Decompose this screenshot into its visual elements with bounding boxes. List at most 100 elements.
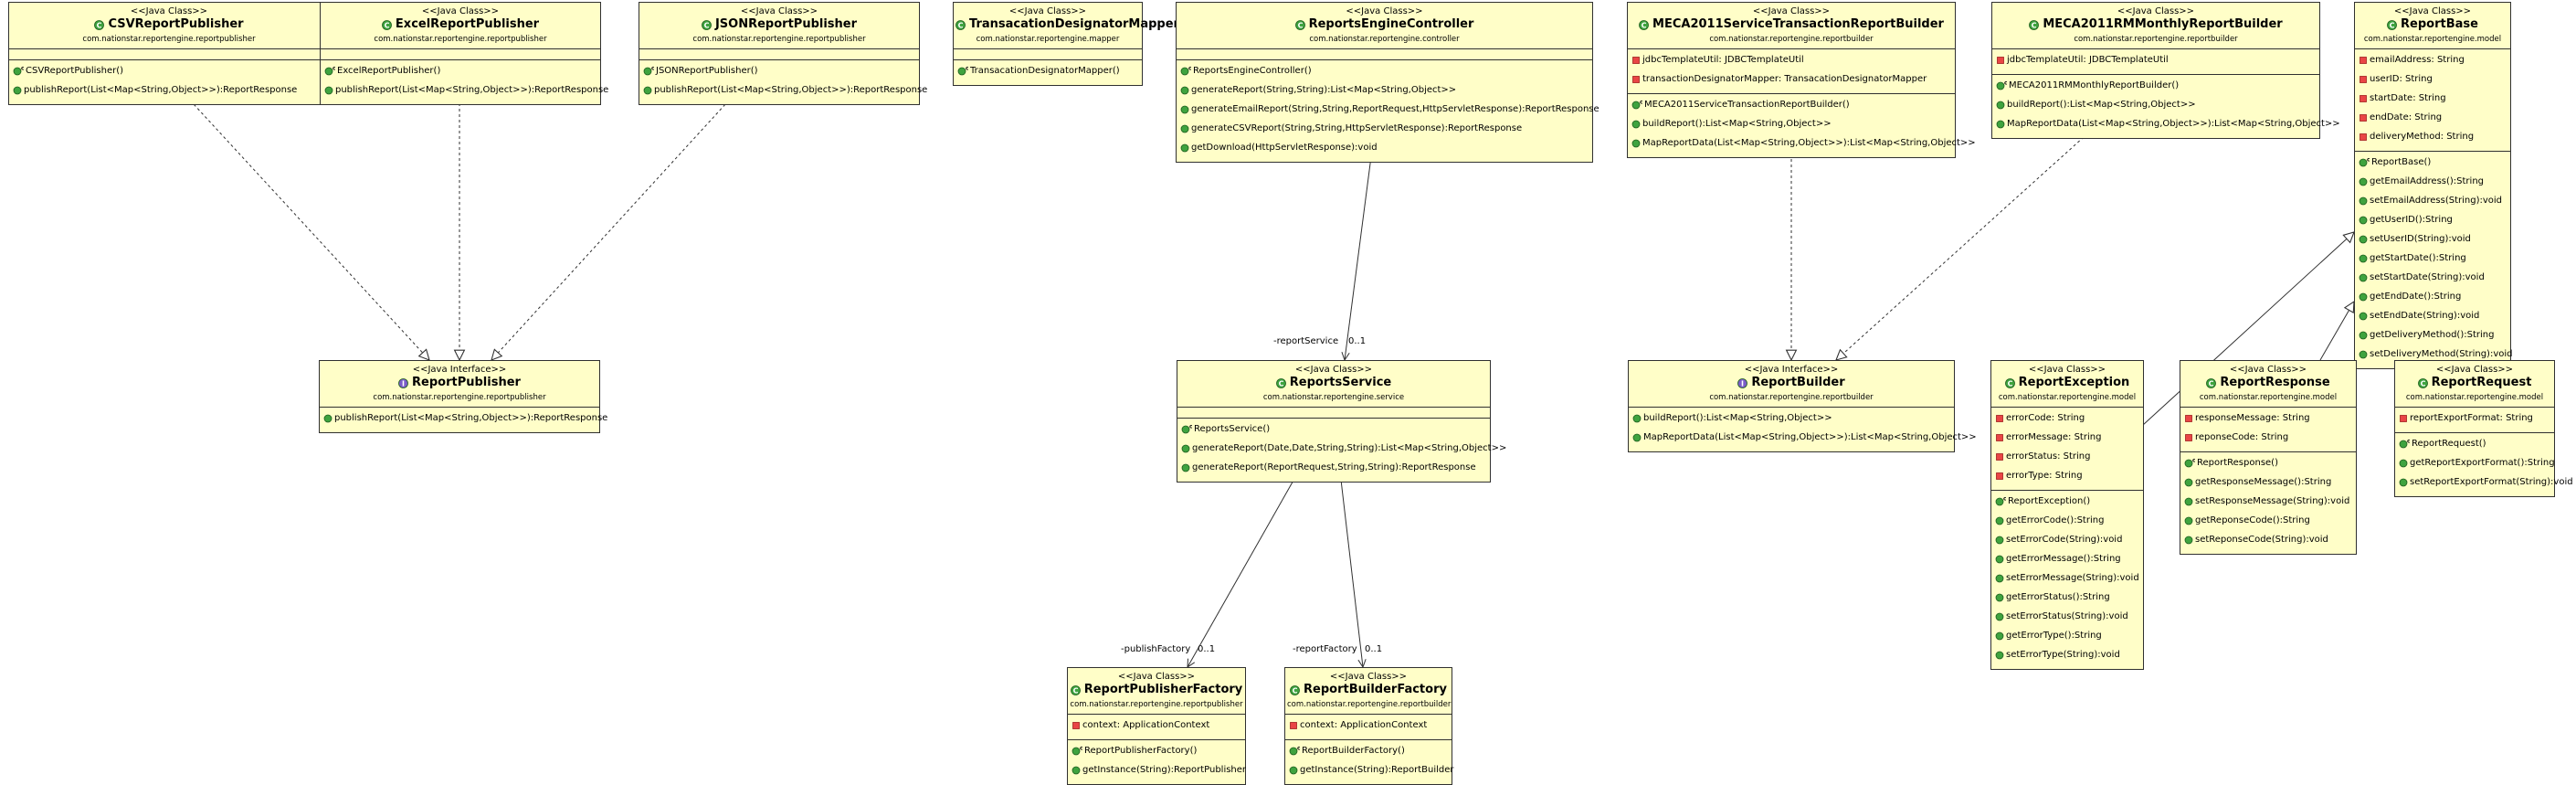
field-row[interactable]: reponseCode: String <box>2180 430 2356 449</box>
method-row[interactable]: getDownload(HttpServletResponse):void <box>1177 140 1592 159</box>
method-row[interactable]: MapReportData(List<Map<String,Object>>):… <box>1629 430 1977 449</box>
method-row[interactable]: setErrorMessage(String):void <box>1991 570 2143 589</box>
field-row[interactable]: jdbcTemplateUtil: JDBCTemplateUtil <box>1992 52 2319 71</box>
method-row[interactable]: publishReport(List<Map<String,Object>>):… <box>639 82 927 101</box>
method-row[interactable]: setResponseMessage(String):void <box>2180 493 2356 513</box>
public-method-icon <box>1995 573 2004 589</box>
method-row[interactable]: getStartDate():String <box>2355 250 2510 270</box>
attributes-section <box>954 49 1142 60</box>
field-row[interactable]: emailAddress: String <box>2355 52 2510 71</box>
field-row[interactable]: context: ApplicationContext <box>1068 717 1245 737</box>
field-row[interactable]: reportExportFormat: String <box>2395 410 2554 430</box>
method-row[interactable]: setReponseCode(String):void <box>2180 532 2356 551</box>
method-row[interactable]: getInstance(String):ReportPublisher <box>1068 762 1246 781</box>
method-row[interactable]: setEmailAddress(String):void <box>2355 193 2510 212</box>
method-row[interactable]: setDeliveryMethod(String):void <box>2355 346 2512 366</box>
method-row[interactable]: getReponseCode():String <box>2180 513 2356 532</box>
method-row[interactable]: setErrorCode(String):void <box>1991 532 2143 551</box>
method-row[interactable]: generateReport(Date,Date,String,String):… <box>1177 440 1506 460</box>
method-row[interactable]: generateReport(String,String):List<Map<S… <box>1177 82 1592 101</box>
method-row[interactable]: getEmailAddress():String <box>2355 174 2510 193</box>
field-row[interactable]: transactionDesignatorMapper: Transacatio… <box>1628 71 1955 90</box>
method-row[interactable]: setErrorType(String):void <box>1991 647 2143 666</box>
method-row[interactable]: publishReport(List<Map<String,Object>>):… <box>9 82 329 101</box>
method-row[interactable]: buildReport():List<Map<String,Object>> <box>1992 97 2319 116</box>
method-row[interactable]: publishReport(List<Map<String,Object>>):… <box>320 410 607 430</box>
field-row[interactable]: userID: String <box>2355 71 2510 90</box>
method-row[interactable]: getReportExportFormat():String <box>2395 455 2555 474</box>
public-method-icon <box>1181 462 1190 479</box>
method-row[interactable]: getDeliveryMethod():String <box>2355 327 2510 346</box>
method-row[interactable]: MapReportData(List<Map<String,Object>>):… <box>1992 116 2340 135</box>
field-row[interactable]: responseMessage: String <box>2180 410 2356 430</box>
field-row[interactable]: deliveryMethod: String <box>2355 129 2510 148</box>
method-row[interactable]: MapReportData(List<Map<String,Object>>):… <box>1628 135 1976 154</box>
method-row[interactable]: setEndDate(String):void <box>2355 308 2510 327</box>
field-row[interactable]: context: ApplicationContext <box>1285 717 1452 737</box>
member-signature: transactionDesignatorMapper: Transacatio… <box>1642 74 1927 84</box>
method-row[interactable]: setStartDate(String):void <box>2355 270 2510 289</box>
method-row[interactable]: getErrorMessage():String <box>1991 551 2143 570</box>
svg-text:C: C <box>1072 687 1078 695</box>
constructor-icon: c <box>643 65 655 82</box>
method-row[interactable]: buildReport():List<Map<String,Object>> <box>1629 410 1954 430</box>
field-row[interactable]: errorStatus: String <box>1991 449 2143 468</box>
field-row[interactable]: errorCode: String <box>1991 410 2143 430</box>
field-row[interactable]: endDate: String <box>2355 110 2510 129</box>
method-row[interactable]: generateReport(ReportRequest,String,Stri… <box>1177 460 1490 479</box>
method-row[interactable]: getErrorCode():String <box>1991 513 2143 532</box>
method-row[interactable]: getResponseMessage():String <box>2180 474 2356 493</box>
field-row[interactable]: errorType: String <box>1991 468 2143 487</box>
method-row[interactable]: getUserID():String <box>2355 212 2510 231</box>
method-row[interactable]: buildReport():List<Map<String,Object>> <box>1628 116 1955 135</box>
method-row[interactable]: generateCSVReport(String,String,HttpServ… <box>1177 121 1592 140</box>
svg-text:C: C <box>1297 22 1303 30</box>
method-row[interactable]: generateEmailReport(String,String,Report… <box>1177 101 1599 121</box>
method-row[interactable]: setUserID(String):void <box>2355 231 2510 250</box>
method-row[interactable]: setErrorStatus(String):void <box>1991 609 2143 628</box>
field-row[interactable]: jdbcTemplateUtil: JDBCTemplateUtil <box>1628 52 1955 71</box>
method-row[interactable]: getInstance(String):ReportBuilder <box>1285 762 1454 781</box>
field-row[interactable]: startDate: String <box>2355 90 2510 110</box>
method-row[interactable]: getErrorStatus():String <box>1991 589 2143 609</box>
field-row[interactable]: errorMessage: String <box>1991 430 2143 449</box>
method-row[interactable]: getEndDate():String <box>2355 289 2510 308</box>
method-row[interactable]: setReportExportFormat(String):void <box>2395 474 2573 493</box>
method-row[interactable]: publishReport(List<Map<String,Object>>):… <box>321 82 608 101</box>
method-row[interactable]: getErrorType():String <box>1991 628 2143 647</box>
